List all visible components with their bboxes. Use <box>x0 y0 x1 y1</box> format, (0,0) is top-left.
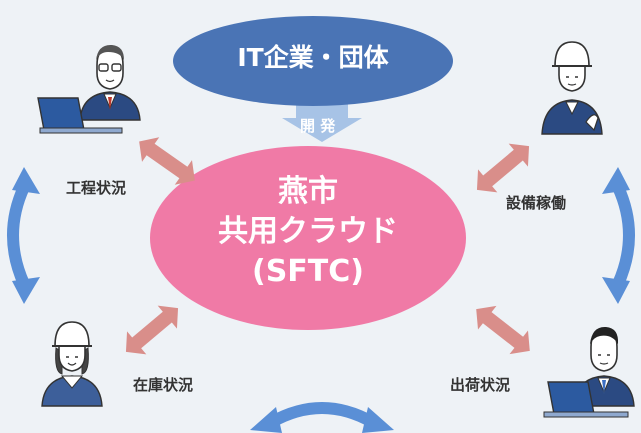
it-company-label: IT企業・団体 <box>237 43 389 72</box>
female-worker-helmet-icon <box>41 321 103 407</box>
cycle-arrow-left <box>7 167 40 304</box>
shipping-status-label: 出荷状況 <box>450 376 511 394</box>
office-worker-laptop-icon <box>543 326 635 418</box>
link-arrow-bottom-right <box>476 305 530 355</box>
development-arrow <box>282 100 362 142</box>
office-worker-laptop-icon <box>37 44 141 134</box>
link-arrow-top-left <box>139 137 195 185</box>
cloud-label-line2: 共用クラウド <box>218 214 398 249</box>
inventory-status-label: 在庫状況 <box>133 376 194 394</box>
it-company-node <box>173 16 453 106</box>
development-label: 開 発 <box>300 117 336 135</box>
progress-status-label: 工程状況 <box>66 179 127 197</box>
equipment-operation-label: 設備稼働 <box>506 194 567 212</box>
shared-cloud-label: 燕市 共用クラウド (SFTC) <box>160 172 456 292</box>
link-arrow-bottom-left <box>125 305 179 355</box>
shared-cloud-node <box>150 146 466 330</box>
cloud-label-line3: (SFTC) <box>251 254 364 289</box>
cycle-arrow-right <box>602 167 635 304</box>
link-arrow-top-right <box>476 143 530 193</box>
cycle-arrow-bottom <box>250 402 394 433</box>
cloud-label-line1: 燕市 <box>278 174 338 209</box>
factory-worker-helmet-icon <box>541 41 603 135</box>
